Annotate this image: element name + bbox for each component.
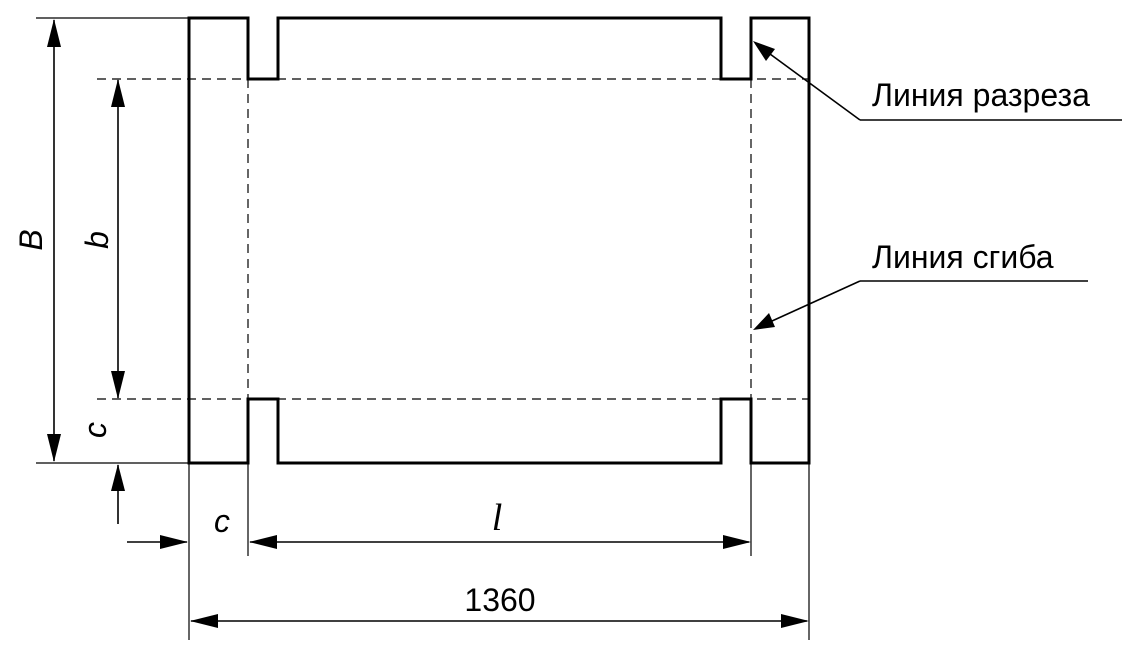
arrow-down-icon <box>47 434 61 462</box>
flap-height-label: c <box>77 422 113 438</box>
callout-fold-line: Линия сгиба <box>753 239 1088 330</box>
flap-width-label: c <box>214 503 230 539</box>
arrow-right-icon <box>723 535 751 549</box>
dimension-overall-height: B <box>13 19 61 462</box>
arrow-right-icon <box>160 535 188 549</box>
fold-line-label: Линия сгиба <box>872 239 1054 275</box>
overall-length-label: 1360 <box>464 582 535 618</box>
overall-height-label: B <box>13 229 49 250</box>
cut-line-label: Линия разреза <box>872 77 1090 113</box>
inner-height-label: b <box>79 231 115 249</box>
dimension-inner-length: l <box>250 497 751 549</box>
inner-length-label: l <box>492 497 503 539</box>
arrow-up-icon <box>47 19 61 47</box>
dimension-flap-height: c <box>77 422 125 524</box>
arrow-left-icon <box>190 614 218 628</box>
leader-arrow-icon <box>753 313 775 330</box>
arrow-right-icon <box>781 614 809 628</box>
leader-arrow-icon <box>753 41 775 61</box>
callout-cut-line: Линия разреза <box>753 41 1122 121</box>
dimension-inner-height: b <box>79 79 125 399</box>
arrow-up-icon <box>111 79 125 107</box>
arrow-down-icon <box>111 371 125 399</box>
arrow-up-icon <box>111 464 125 491</box>
blank-outline <box>187 16 811 465</box>
dimension-overall-length: 1360 <box>190 582 809 628</box>
